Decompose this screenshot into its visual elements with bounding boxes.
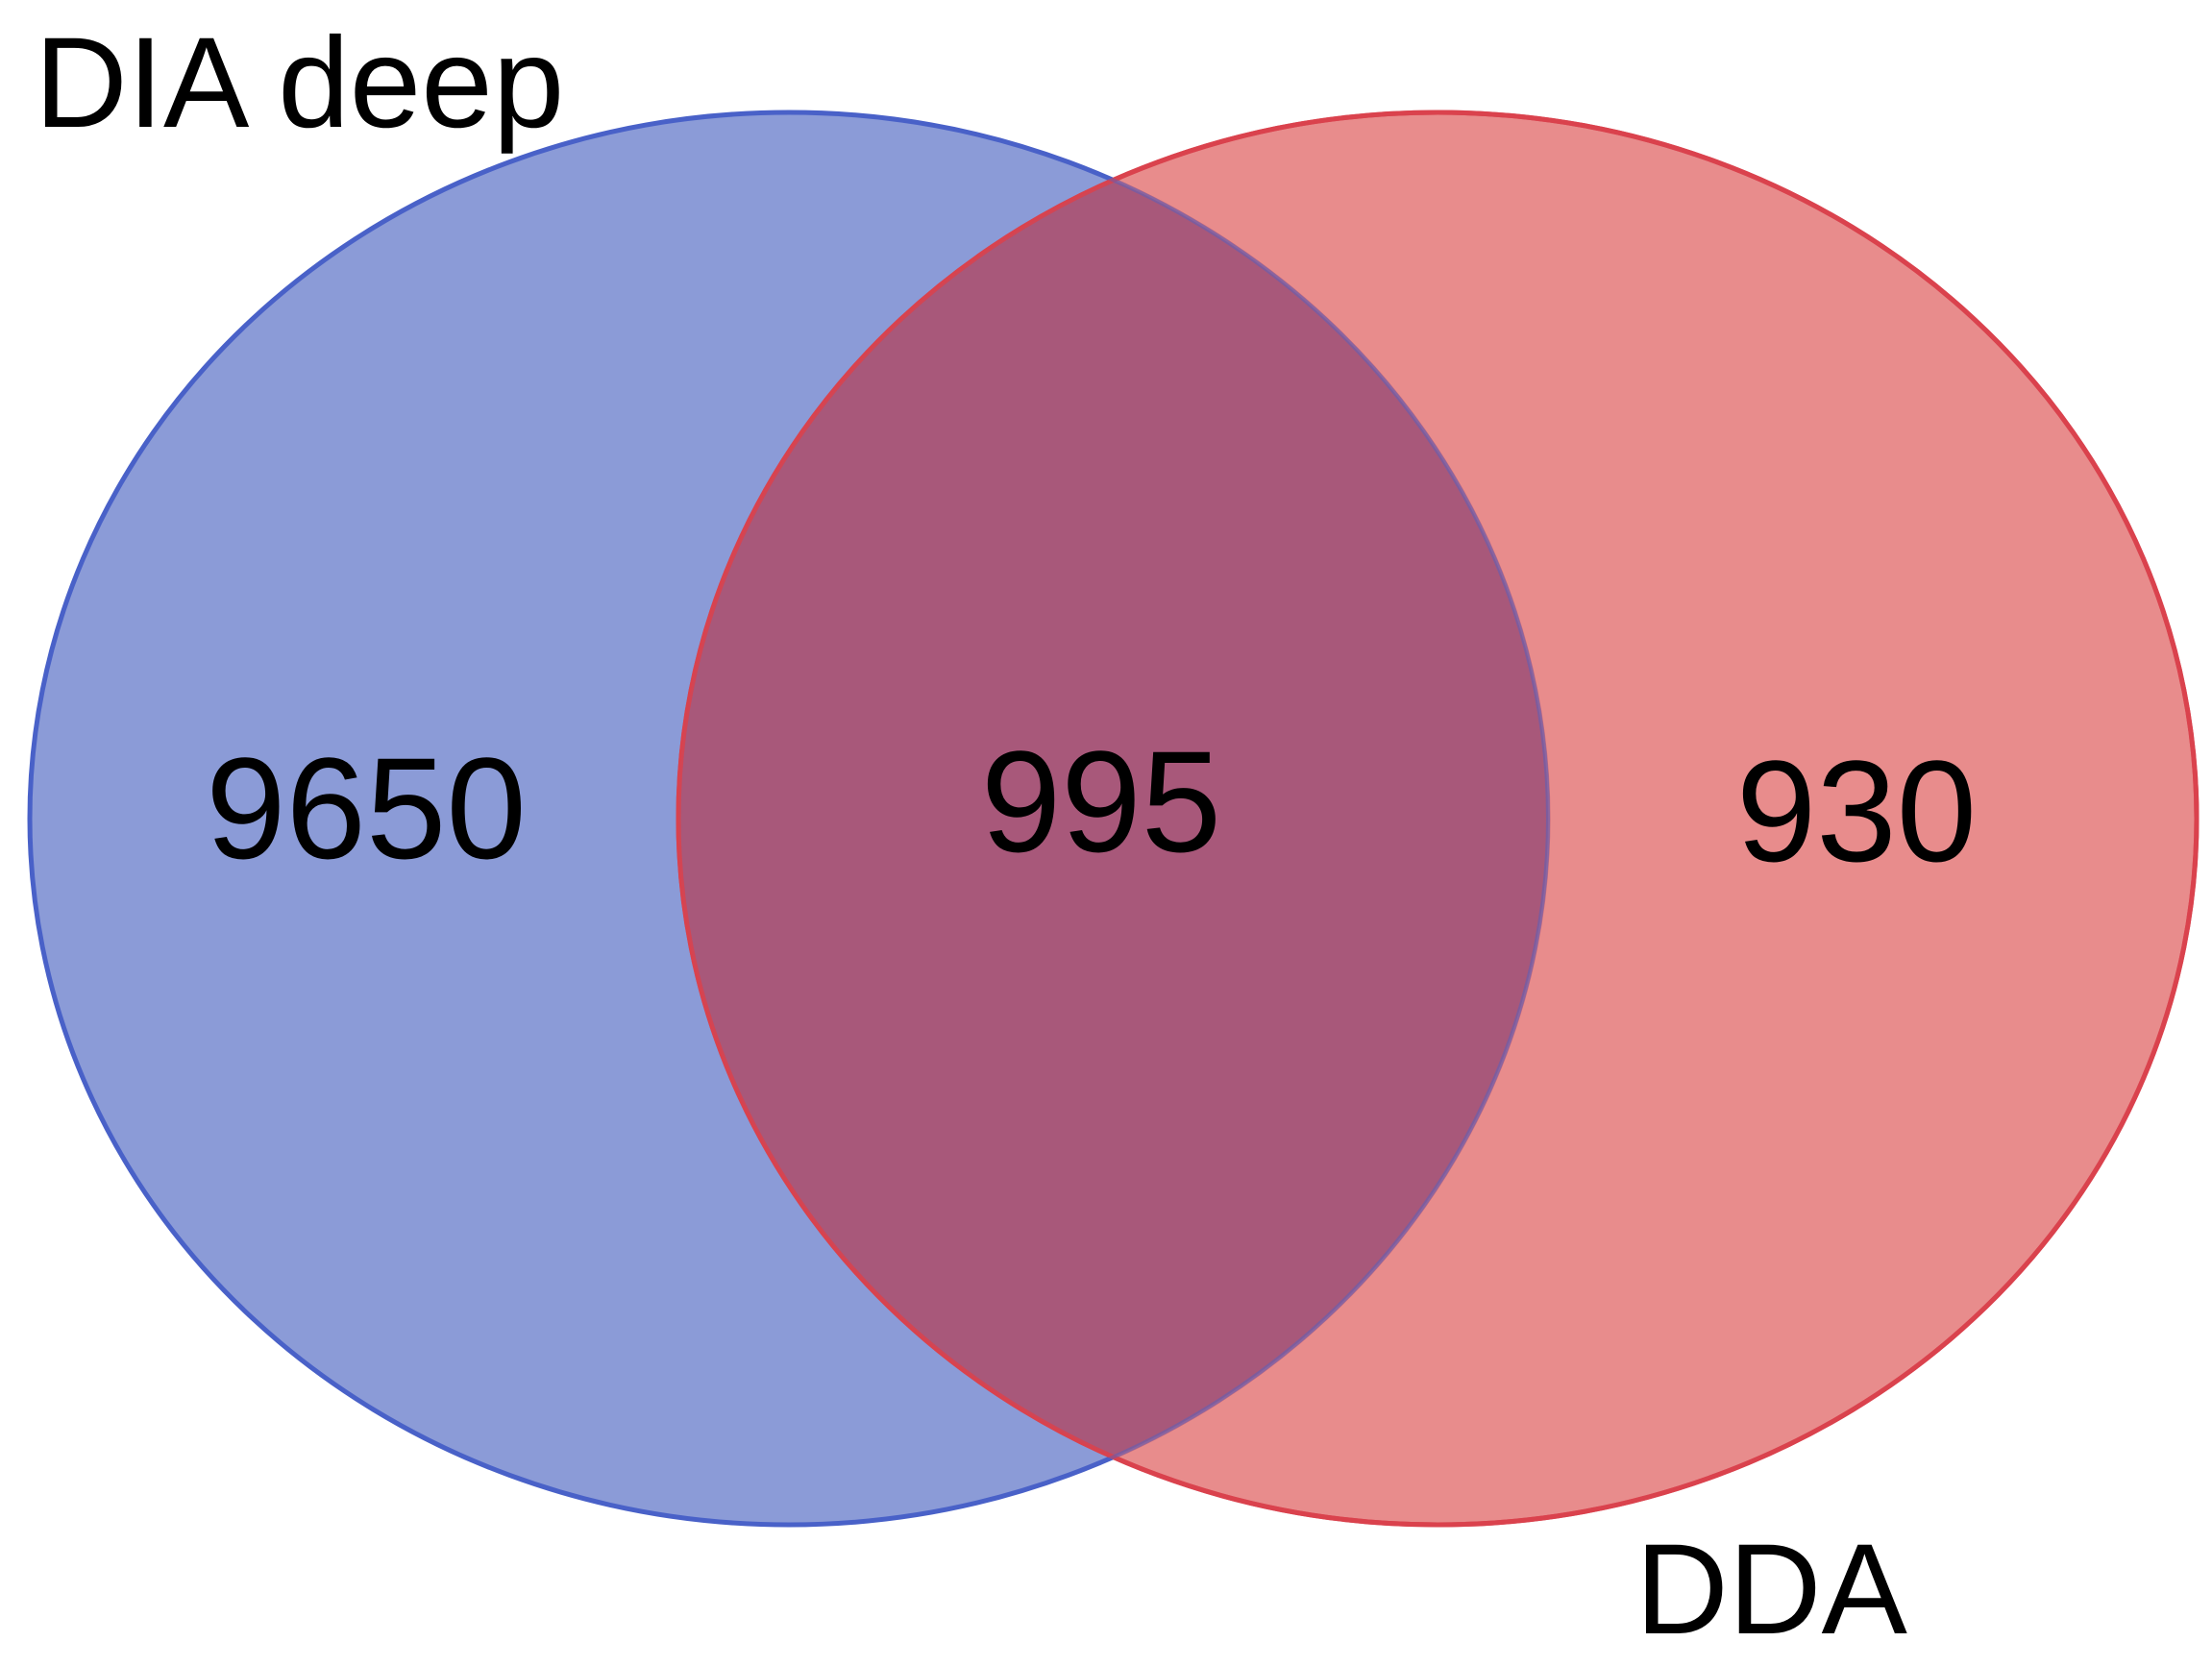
set-a-label: DIA deep xyxy=(35,12,564,155)
set-b-label: DDA xyxy=(1635,1518,1908,1661)
dia-only-count: 9650 xyxy=(206,727,527,889)
set-b-outline xyxy=(676,110,2200,1528)
dda-only-count: 930 xyxy=(1736,730,1977,892)
intersection-count: 995 xyxy=(981,721,1221,882)
intersection-region xyxy=(678,112,1548,1525)
set-a-outline xyxy=(28,110,1550,1527)
